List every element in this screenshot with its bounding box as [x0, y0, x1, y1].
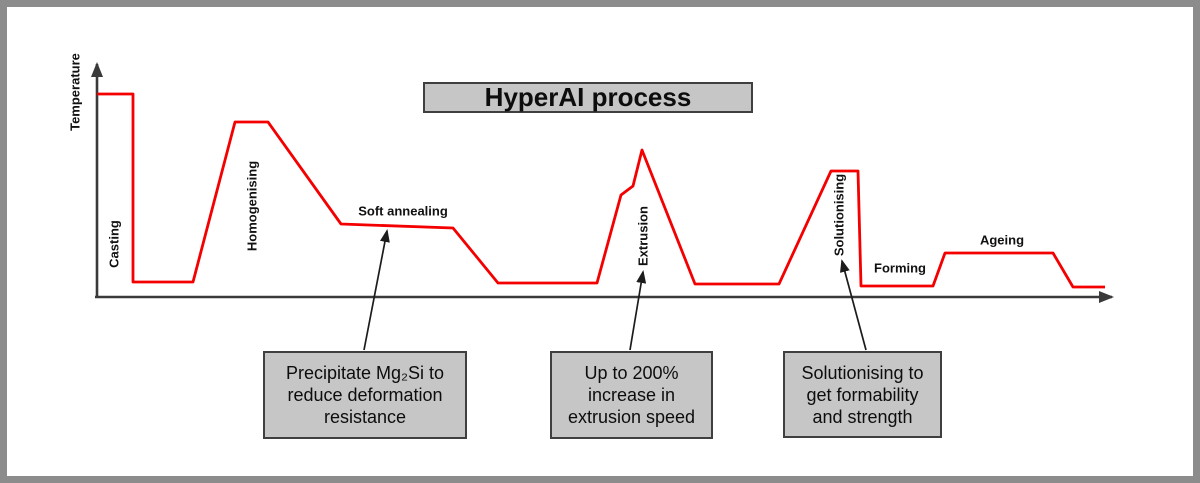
stage-label-soft-annealing: Soft annealing — [358, 203, 448, 219]
callout-arrow-2 — [629, 270, 647, 351]
title-box: HyperAI process — [423, 82, 753, 113]
callout-line: resistance — [323, 407, 407, 427]
callout-line: Precipitate Mg₂Si to — [285, 363, 445, 383]
callout-line: and strength — [812, 406, 913, 427]
callout-arrow-3 — [840, 259, 867, 351]
callout-line: increase in — [587, 385, 676, 405]
callout-solutionising-benefit: Solutionising to get formability and str… — [783, 351, 942, 438]
callout-line: get formability — [806, 384, 919, 405]
callout-line: Solutionising to — [801, 362, 924, 383]
callout-arrow-1 — [363, 229, 390, 351]
y-axis-label: Temperature — [67, 53, 83, 131]
stage-label-homogenising: Homogenising — [244, 160, 260, 252]
stage-label-solutionising: Solutionising — [831, 173, 847, 257]
callout-line: extrusion speed — [567, 407, 696, 427]
callout-line: Up to 200% — [584, 363, 679, 383]
temperature-curve — [97, 92, 1105, 289]
callout-line: reduce deformation — [287, 385, 443, 405]
stage-label-forming: Forming — [874, 260, 926, 276]
title-text: HyperAI process — [484, 82, 692, 112]
callout-arrows — [363, 229, 867, 351]
stage-label-extrusion: Extrusion — [635, 206, 651, 266]
stage-label-casting: Casting — [106, 220, 122, 268]
callout-precipitate-mg2si: Precipitate Mg₂Si to reduce deformation … — [263, 351, 467, 439]
callout-extrusion-speed: Up to 200% increase in extrusion speed — [550, 351, 713, 439]
stage-label-ageing: Ageing — [979, 232, 1025, 248]
